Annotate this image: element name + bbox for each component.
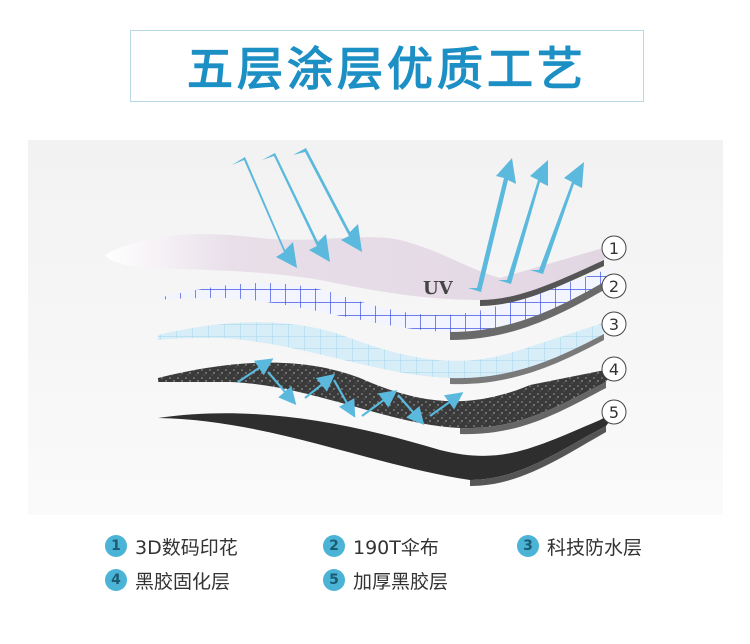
layer-number-1-text: 1: [609, 239, 619, 258]
legend-item-5: 5 加厚黑胶层: [323, 566, 448, 594]
legend-badge-4: 4: [105, 569, 127, 591]
legend-badge-3: 3: [517, 535, 539, 557]
legend-badge-1: 1: [105, 535, 127, 557]
small-arrow-2: [267, 371, 297, 406]
layer-number-3-text: 3: [609, 315, 619, 334]
layer-black-cured-edge: [460, 382, 606, 435]
small-arrow-5: [361, 390, 398, 417]
small-arrow-4: [333, 379, 356, 418]
legend-item-2: 2 190T伞布: [323, 532, 439, 560]
outgoing-arrow-2: [498, 160, 548, 284]
layer-thick-black: [158, 410, 618, 480]
layer-number-3: 3: [601, 311, 627, 337]
legend-item-1: 1 3D数码印花: [105, 532, 238, 560]
incoming-arrow-1: [232, 157, 297, 268]
small-arrow-3: [304, 373, 336, 399]
legend-item-4: 4 黑胶固化层: [105, 566, 230, 594]
layer-number-5-text: 5: [609, 403, 619, 422]
layer-waterproof-edge: [450, 334, 604, 385]
layer-number-5: 5: [601, 399, 627, 425]
uv-label: UV: [423, 278, 454, 299]
legend-item-3: 3 科技防水层: [517, 532, 642, 560]
layer-grid-fabric: [158, 268, 612, 332]
legend-label-4: 黑胶固化层: [135, 570, 231, 593]
incoming-arrows: [232, 148, 362, 268]
layer-number-2: 2: [601, 273, 627, 299]
small-arrow-1: [237, 358, 274, 383]
legend-label-1: 3D数码印花: [135, 536, 238, 559]
legend-badge-5: 5: [323, 569, 345, 591]
layer-waterproof: [158, 320, 612, 379]
layer-print: [105, 234, 610, 300]
incoming-arrow-3: [293, 148, 362, 252]
legend: 1 3D数码印花 2 190T伞布 3 科技防水层 4 黑胶固化层 5 加厚黑胶…: [105, 530, 665, 610]
page-title: 五层涂层优质工艺: [187, 42, 587, 96]
outgoing-arrow-1: [468, 158, 516, 292]
layer-grid-fabric-edge: [450, 282, 604, 340]
layer-number-1: 1: [601, 235, 627, 261]
small-arrow-6: [397, 394, 425, 425]
legend-label-2: 190T伞布: [353, 536, 439, 559]
layer-number-4: 4: [601, 356, 627, 382]
legend-badge-2: 2: [323, 535, 345, 557]
outgoing-arrows: [468, 158, 584, 292]
incoming-arrow-2: [262, 153, 330, 262]
small-arrow-7: [429, 392, 464, 417]
layer-print-edge: [480, 260, 604, 306]
layer-illustration: UV 1 2 3 4 5: [28, 140, 723, 515]
legend-label-5: 加厚黑胶层: [353, 570, 449, 593]
layer-thick-black-edge: [470, 426, 606, 486]
legend-label-3: 科技防水层: [547, 536, 643, 559]
black-layer-arrows: [237, 358, 464, 425]
layer-number-2-text: 2: [609, 277, 619, 296]
title-box: 五层涂层优质工艺: [130, 30, 644, 102]
layer-number-4-text: 4: [609, 360, 619, 379]
outgoing-arrow-3: [530, 162, 584, 274]
